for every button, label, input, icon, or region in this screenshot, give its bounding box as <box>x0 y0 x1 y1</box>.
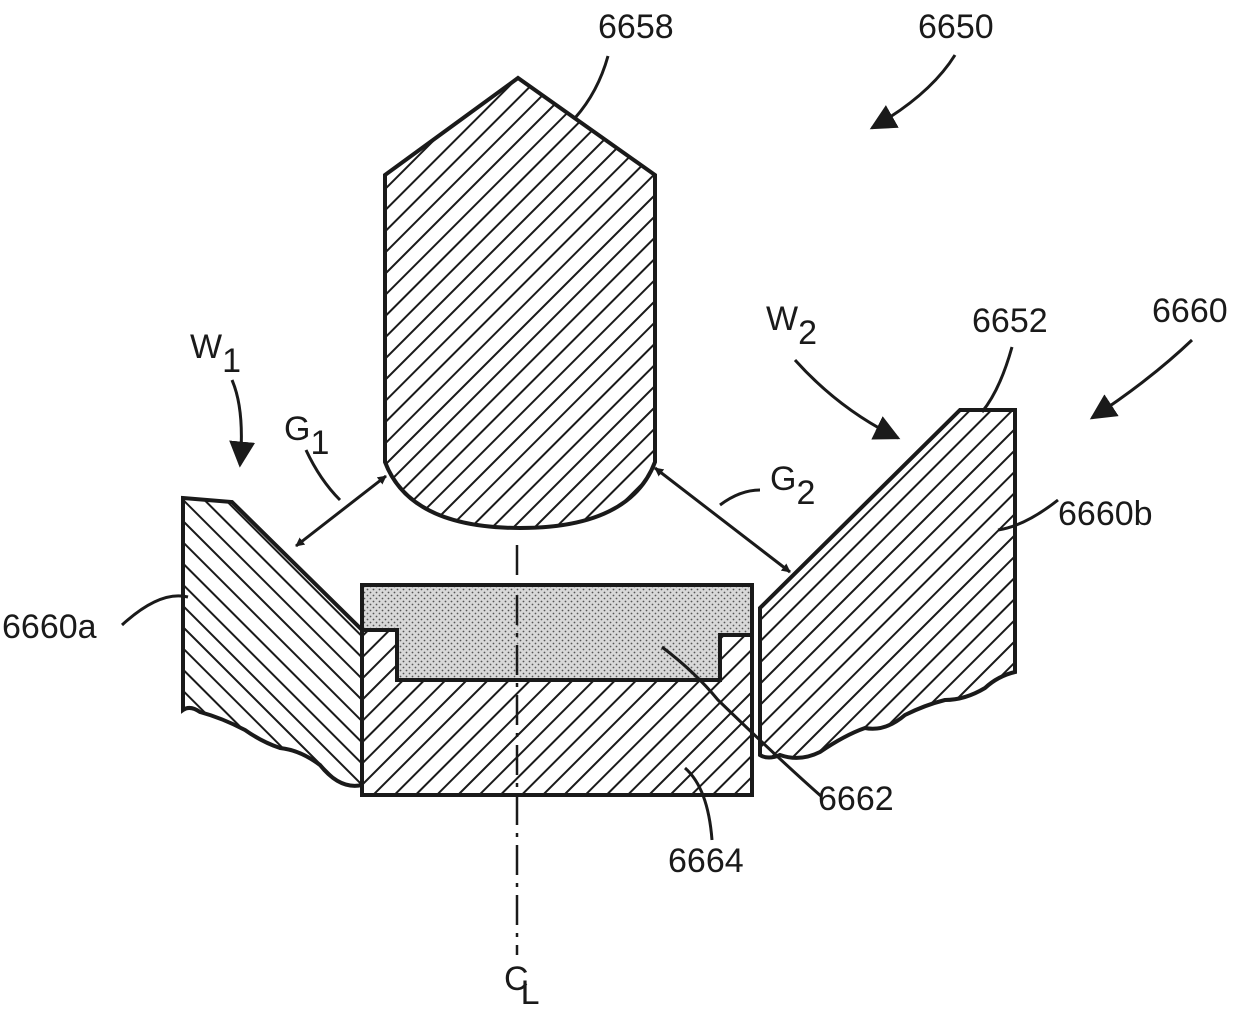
label-base: 6664 <box>668 842 744 880</box>
left-die-wall <box>183 498 362 786</box>
insert-stippled <box>362 585 752 680</box>
arrow-wall-right <box>795 360 898 438</box>
label-wall-right: W2 <box>766 300 817 352</box>
upper-tool-body <box>385 78 655 528</box>
gap-left-arrow <box>296 476 386 546</box>
label-assembly: 6650 <box>918 8 994 46</box>
label-gap-right: G2 <box>770 460 815 512</box>
arrow-wall-left <box>232 380 241 465</box>
label-left-wall: 6660a <box>2 608 97 646</box>
leader-left-wall <box>122 596 188 625</box>
label-insert: 6662 <box>818 780 894 818</box>
label-lower-die: 6660 <box>1152 292 1228 330</box>
leader-gap-right <box>720 490 760 505</box>
label-die-edge: 6652 <box>972 302 1048 340</box>
leader-upper-tool <box>575 56 608 118</box>
right-die-wall <box>760 410 1015 758</box>
label-upper-tool: 6658 <box>598 8 674 46</box>
leader-die-edge <box>982 347 1012 412</box>
pointer-arrows <box>232 55 1192 465</box>
arrow-assembly <box>872 55 955 128</box>
arrow-lower-die <box>1092 340 1192 418</box>
label-right-wall: 6660b <box>1058 495 1153 533</box>
label-wall-left: W1 <box>190 328 241 380</box>
label-centerline: CL <box>504 960 539 1012</box>
